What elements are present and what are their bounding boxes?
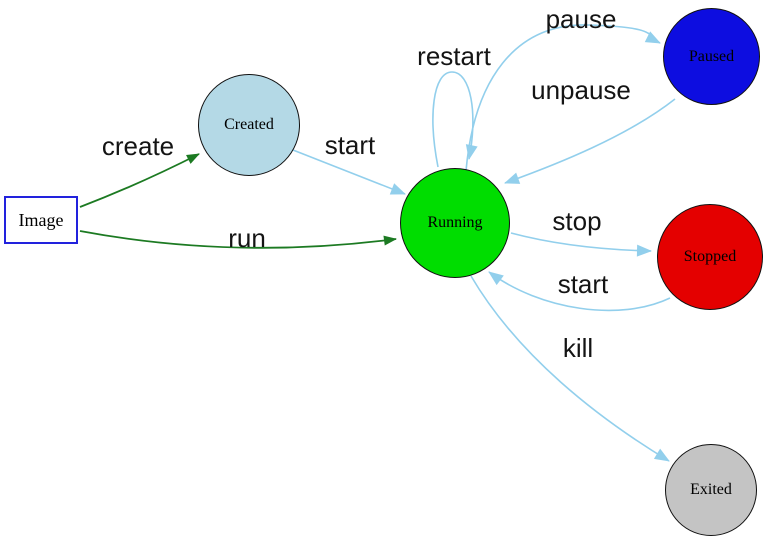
edge-label-restart: restart	[417, 41, 491, 71]
edge-kill-arrow	[470, 275, 670, 462]
edge-start-created-arrow	[292, 149, 406, 195]
edge-start-stopped-arrow	[488, 271, 671, 312]
edge-label-start-created: start	[324, 130, 376, 160]
node-paused: Paused	[663, 8, 760, 105]
node-created: Created	[198, 74, 300, 176]
node-exited-label: Exited	[690, 481, 732, 498]
edge-unpause-arrow	[504, 98, 676, 184]
edge-label-pause: pause	[545, 4, 617, 34]
node-stopped: Stopped	[657, 204, 763, 310]
edge-label-kill: kill	[562, 333, 594, 363]
node-running: Running	[400, 168, 510, 278]
node-created-label: Created	[224, 116, 274, 133]
node-image: Image	[4, 196, 78, 244]
edge-create-arrow	[79, 153, 200, 208]
edge-label-stop: stop	[552, 206, 602, 236]
edge-run-arrow	[79, 230, 397, 249]
edge-label-create: create	[101, 131, 175, 161]
node-paused-label: Paused	[688, 47, 735, 65]
edge-stop-arrow	[510, 232, 652, 257]
node-exited: Exited	[665, 444, 757, 536]
edge-label-start-stopped: start	[557, 269, 609, 299]
edge-label-run: run	[228, 223, 266, 253]
node-stopped-label: Stopped	[683, 248, 737, 265]
edge-label-unpause: unpause	[531, 75, 631, 105]
node-running-label: Running	[427, 214, 483, 231]
edge-pause-arrow	[465, 24, 661, 172]
node-image-label: Image	[18, 209, 64, 230]
edge-restart-self-loop-arrow	[432, 71, 478, 168]
